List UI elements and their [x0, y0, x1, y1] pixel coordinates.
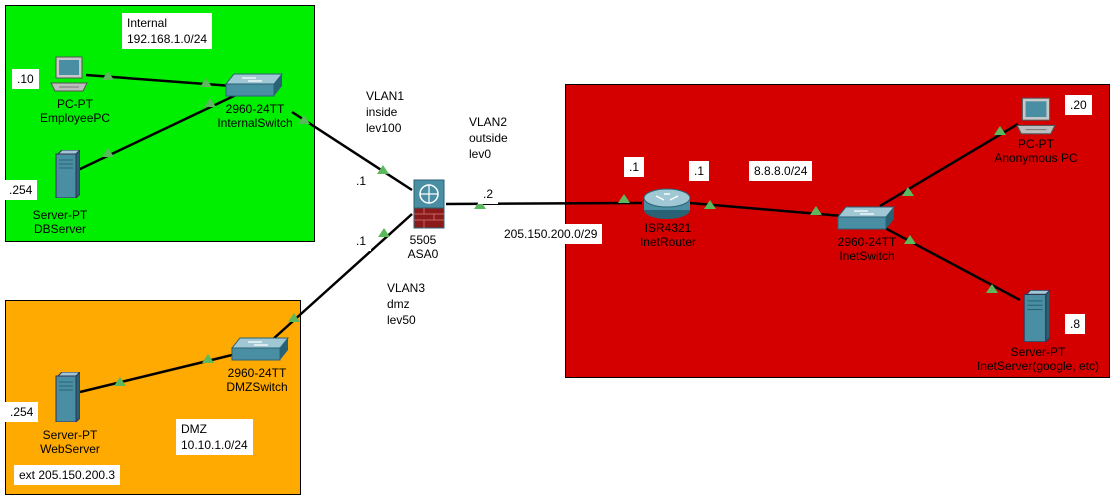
anonymous-pc-icon[interactable] — [1014, 96, 1058, 136]
device-name: DBServer — [33, 222, 86, 236]
link-up-marker — [704, 200, 716, 209]
db-server-icon[interactable] — [54, 150, 80, 198]
link-up-marker — [986, 284, 998, 293]
link-up-marker — [204, 98, 216, 107]
inet-server-ip: .8 — [1065, 314, 1086, 334]
internal-switch-icon[interactable] — [224, 72, 284, 100]
device-name: ASA0 — [407, 247, 439, 261]
device-type: 5505 — [409, 233, 437, 247]
dmz-switch-label: 2960-24TT DMZSwitch — [212, 366, 302, 394]
zone-title: DMZ — [181, 422, 207, 436]
dmz-zone — [5, 300, 301, 495]
device-type: PC-PT — [1018, 137, 1054, 151]
employee-pc-ip: .10 — [12, 69, 39, 89]
device-name: InetSwitch — [839, 249, 895, 263]
web-server-label: Server-PT WebServer — [30, 428, 110, 456]
device-type: 2960-24TT — [227, 366, 287, 380]
anonymous-pc-ip: .20 — [1065, 95, 1092, 115]
vlan-zone: outside — [469, 131, 508, 145]
asa-label: 5505 ASA0 — [398, 233, 448, 261]
internet-zone — [565, 84, 1110, 378]
link-up-marker — [288, 313, 300, 322]
link-up-marker — [618, 194, 630, 203]
device-type: 2960-24TT — [837, 235, 897, 249]
router-icon[interactable] — [642, 186, 692, 220]
link-up-marker — [810, 206, 822, 215]
inet-switch-icon[interactable] — [836, 205, 896, 233]
device-type: Server-PT — [1010, 345, 1066, 359]
asa-inside-ip: .1 — [351, 171, 372, 191]
vlan-name: VLAN1 — [366, 89, 405, 103]
vlan1-note: VLAN1 inside lev100 — [361, 86, 410, 138]
link-up-marker — [102, 148, 114, 157]
dmz-zone-note: DMZ 10.10.1.0/24 — [176, 419, 253, 455]
db-server-label: Server-PT DBServer — [20, 208, 100, 236]
inet-switch-label: 2960-24TT InetSwitch — [822, 235, 912, 263]
dmz-ext-ip: ext 205.150.200.3 — [14, 465, 121, 485]
inet-server-label: Server-PT InetServer(google, etc) — [968, 345, 1108, 373]
device-name: Anonymous PC — [994, 151, 1078, 165]
router-label: ISR4321 InetRouter — [628, 221, 708, 249]
vlan-zone: inside — [366, 105, 398, 119]
asa-outside-ip: .2 — [478, 184, 499, 204]
link-up-marker — [200, 78, 212, 87]
vlan-name: VLAN3 — [387, 281, 426, 295]
vlan-zone: dmz — [387, 297, 410, 311]
device-name: DMZSwitch — [226, 380, 288, 394]
device-name: WebServer — [40, 442, 100, 456]
device-name: InetRouter — [639, 235, 697, 249]
device-type: ISR4321 — [644, 221, 692, 235]
link-up-marker — [298, 115, 310, 124]
zone-subnet: 10.10.1.0/24 — [181, 438, 248, 452]
device-name: InetServer(google, etc) — [976, 359, 1100, 373]
link-up-marker — [102, 71, 114, 80]
router-lan-ip: .1 — [689, 161, 710, 181]
anonymous-pc-label: PC-PT Anonymous PC — [986, 137, 1086, 165]
vlan-level: lev0 — [469, 147, 492, 161]
db-server-ip: .254 — [4, 180, 38, 200]
link-up-marker — [378, 228, 390, 237]
wan-subnet: 205.150.200.0/29 — [499, 224, 603, 244]
link-up-marker — [377, 165, 389, 174]
vlan2-note: VLAN2 outside lev0 — [464, 112, 513, 164]
internal-switch-label: 2960-24TT InternalSwitch — [210, 102, 300, 130]
web-server-icon[interactable] — [54, 372, 80, 422]
device-type: Server-PT — [42, 428, 98, 442]
vlan-name: VLAN2 — [469, 115, 508, 129]
device-type: PC-PT — [57, 97, 93, 111]
zone-title: Internal — [127, 16, 168, 30]
web-server-ip: .254 — [5, 402, 39, 422]
link-up-marker — [114, 377, 126, 386]
employee-pc-label: PC-PT EmployeePC — [40, 97, 110, 125]
link-up-marker — [994, 126, 1006, 135]
router-wan-ip: .1 — [624, 157, 645, 177]
zone-subnet: 192.168.1.0/24 — [127, 32, 208, 46]
link-up-marker — [904, 235, 916, 244]
device-name: EmployeePC — [40, 111, 111, 125]
link-up-marker — [202, 354, 214, 363]
internal-zone-note: Internal 192.168.1.0/24 — [122, 13, 213, 49]
firewall-asa-icon[interactable] — [412, 178, 446, 230]
device-type: Server-PT — [32, 208, 88, 222]
employee-pc-icon[interactable] — [48, 55, 90, 93]
dmz-switch-icon[interactable] — [230, 336, 290, 364]
internet-subnet: 8.8.8.0/24 — [749, 161, 813, 181]
asa-dmz-ip: .1 — [351, 231, 372, 251]
link-up-marker — [902, 187, 914, 196]
link-internalswitch-asa — [291, 110, 413, 192]
link-up-marker — [474, 200, 486, 209]
device-type: 2960-24TT — [225, 102, 285, 116]
vlan3-note: VLAN3 dmz lev50 — [382, 278, 431, 330]
vlan-level: lev50 — [387, 313, 416, 327]
inet-server-icon[interactable] — [1022, 290, 1050, 342]
vlan-level: lev100 — [366, 121, 402, 135]
device-name: InternalSwitch — [217, 116, 293, 130]
